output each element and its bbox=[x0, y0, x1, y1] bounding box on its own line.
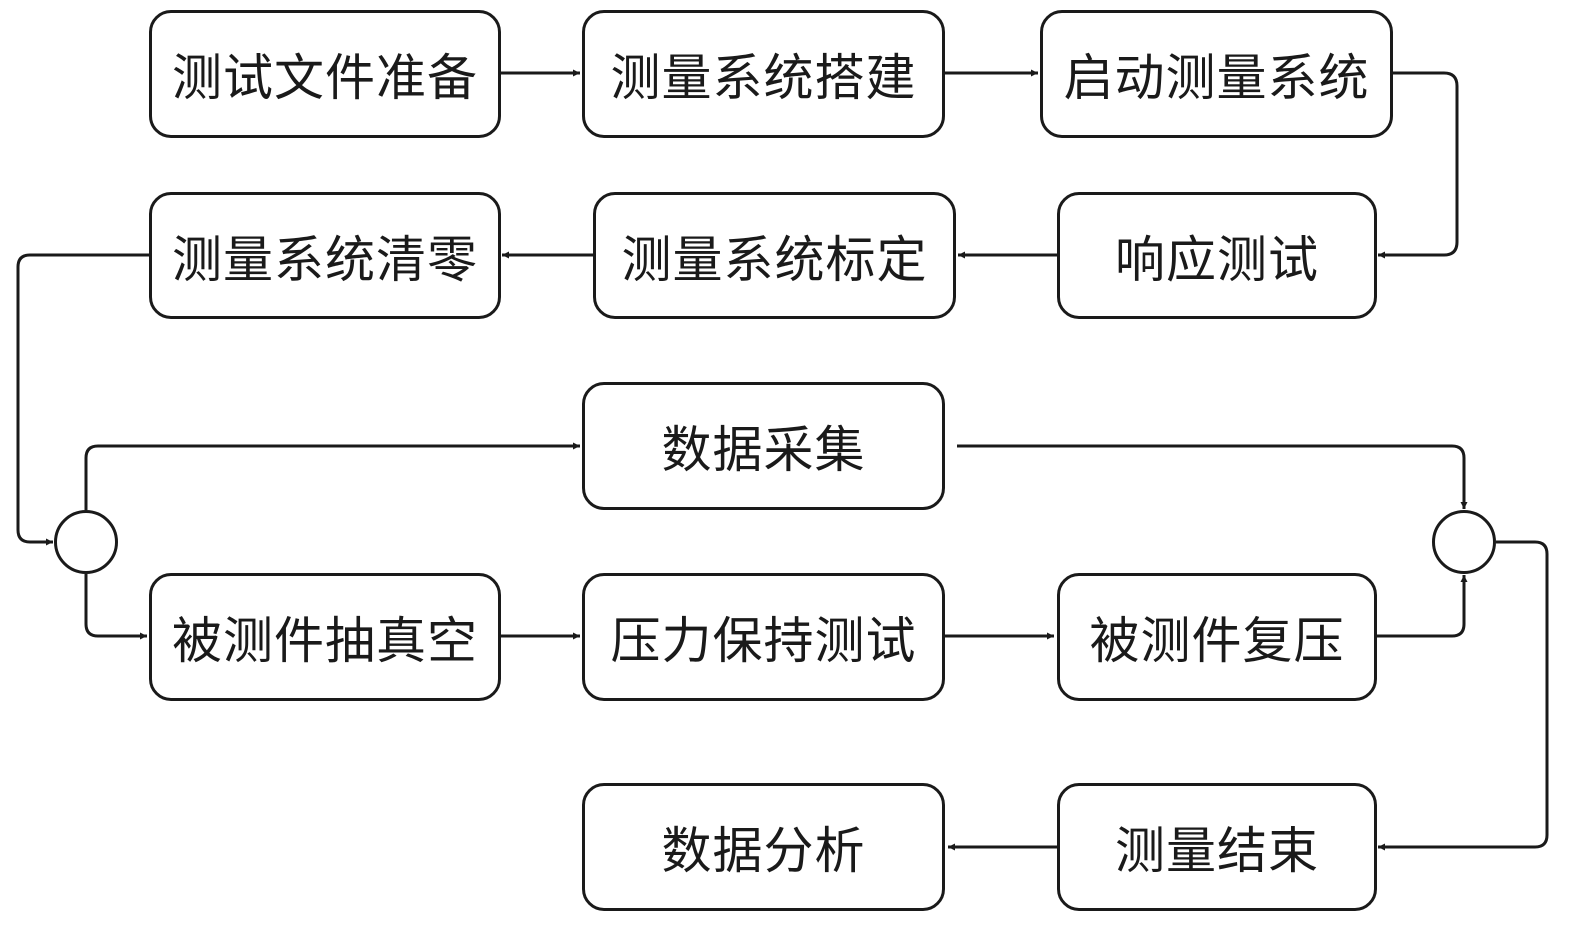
junction-split bbox=[54, 510, 118, 574]
edge-repress-to-junction bbox=[1377, 575, 1468, 638]
node-repressurize: 被测件复压 bbox=[1057, 573, 1377, 701]
node-calibration: 测量系统标定 bbox=[593, 192, 956, 319]
node-start-system: 启动测量系统 bbox=[1040, 10, 1393, 138]
node-test-file-prep: 测试文件准备 bbox=[149, 10, 501, 138]
node-pressure-hold: 压力保持测试 bbox=[582, 573, 945, 701]
node-data-analysis: 数据分析 bbox=[582, 783, 945, 911]
node-data-acquisition: 数据采集 bbox=[582, 382, 945, 510]
node-measure-end: 测量结束 bbox=[1057, 783, 1377, 911]
edge-zeroing-to-junction bbox=[16, 253, 149, 546]
node-vacuum: 被测件抽真空 bbox=[149, 573, 501, 701]
node-system-setup: 测量系统搭建 bbox=[582, 10, 945, 138]
node-zeroing: 测量系统清零 bbox=[149, 192, 501, 319]
edge-junction-to-end bbox=[1378, 540, 1549, 851]
edge-junction-to-acquisition bbox=[84, 442, 580, 510]
edge-acquisition-to-junction bbox=[957, 444, 1468, 509]
node-response-test: 响应测试 bbox=[1057, 192, 1377, 319]
edge-junction-to-vacuum bbox=[84, 574, 147, 640]
edge-start-to-response bbox=[1378, 71, 1459, 259]
junction-merge bbox=[1432, 510, 1496, 574]
